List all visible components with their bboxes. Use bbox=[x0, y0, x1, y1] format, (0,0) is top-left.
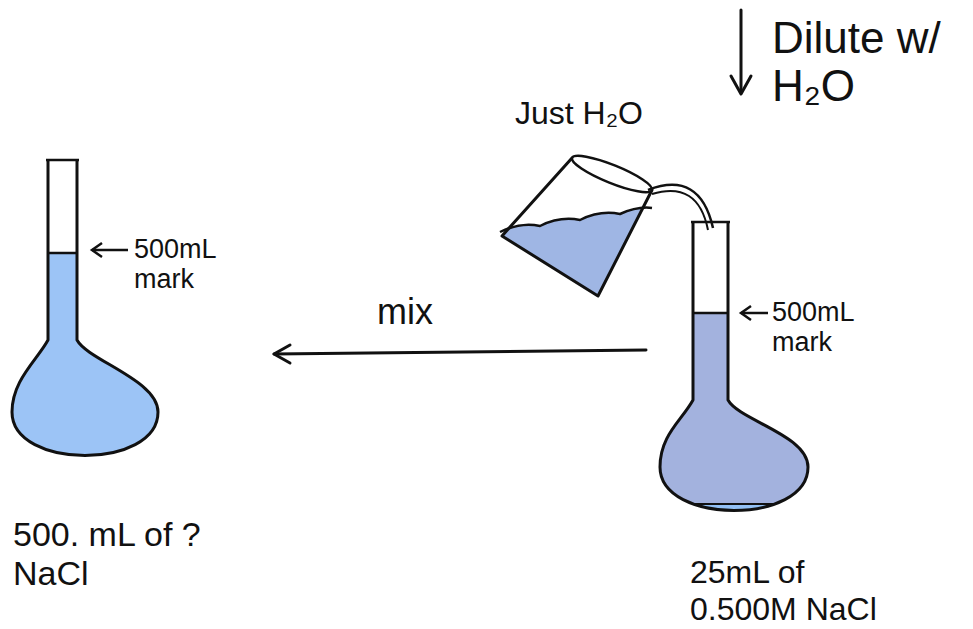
leader-head bbox=[92, 243, 102, 257]
connector-arrow bbox=[274, 345, 646, 363]
flask-node: 500. mL of ? NaCl bbox=[5, 150, 270, 620]
flask-node: 25mL of 0.500M NaCl bbox=[650, 212, 940, 629]
solution bbox=[5, 253, 270, 620]
flask-rim bbox=[691, 221, 730, 224]
beaker-rim bbox=[569, 150, 655, 199]
mark-label: 500mL mark bbox=[772, 298, 912, 357]
mark-line bbox=[48, 252, 77, 255]
down-arrow bbox=[740, 10, 743, 92]
mark-line bbox=[693, 312, 728, 315]
leader-head bbox=[741, 306, 751, 320]
down-arrow-head bbox=[731, 76, 751, 94]
flask-caption: 500. mL of ? NaCl bbox=[13, 515, 268, 593]
water-stream bbox=[652, 191, 708, 230]
flask-outline bbox=[660, 222, 808, 511]
connector-line bbox=[274, 350, 646, 354]
flask-caption: 25mL of 0.500M NaCl bbox=[690, 554, 905, 628]
beaker-label: Just H₂O bbox=[515, 96, 685, 131]
edge-label: mix bbox=[373, 292, 437, 332]
original-solution bbox=[650, 504, 940, 627]
flask-outline bbox=[12, 160, 158, 456]
mark-label: 500mL mark bbox=[134, 235, 259, 294]
instruction-note: Dilute w/ H₂O bbox=[772, 14, 950, 111]
leader-line bbox=[92, 249, 128, 252]
flask-rim bbox=[46, 159, 79, 162]
arrow-head bbox=[274, 345, 290, 363]
leader-line bbox=[741, 312, 768, 315]
